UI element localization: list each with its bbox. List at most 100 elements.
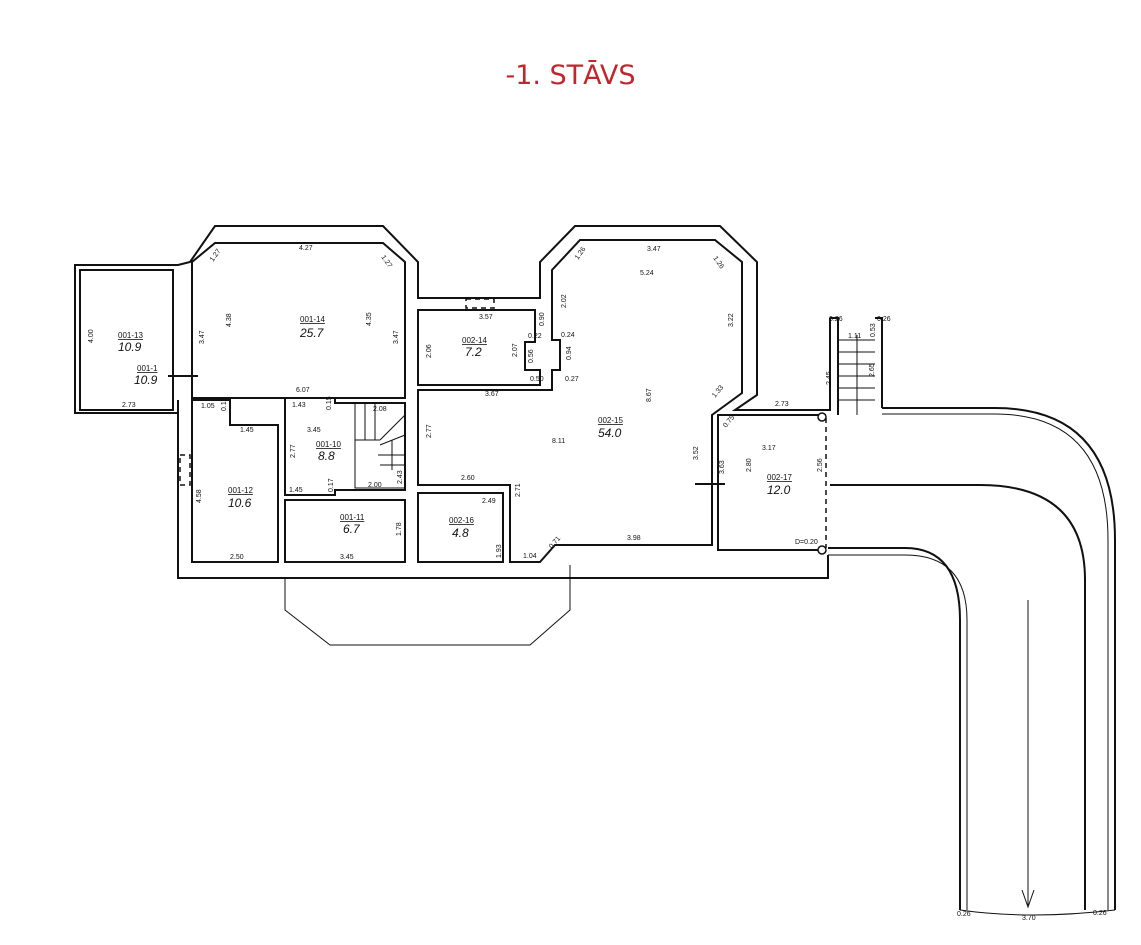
svg-text:3.17: 3.17 xyxy=(762,445,776,452)
svg-text:3.47: 3.47 xyxy=(199,330,206,344)
room-code: 001-14 xyxy=(300,315,325,324)
room-area: 7.2 xyxy=(465,345,482,359)
room-code: 001-11 xyxy=(340,513,365,522)
svg-text:3.98: 3.98 xyxy=(627,535,641,542)
column-marker xyxy=(817,412,827,422)
svg-text:3.70: 3.70 xyxy=(1022,915,1036,922)
svg-text:2.06: 2.06 xyxy=(426,344,433,358)
svg-text:2.77: 2.77 xyxy=(426,424,433,438)
annex-outer-wall xyxy=(74,264,178,414)
svg-text:3.45: 3.45 xyxy=(340,554,354,561)
svg-text:8.11: 8.11 xyxy=(552,438,565,445)
room-area: 25.7 xyxy=(299,326,325,340)
svg-text:1.43: 1.43 xyxy=(292,402,306,409)
svg-text:1.27: 1.27 xyxy=(209,248,223,263)
room-001-14 xyxy=(191,242,406,399)
svg-text:0.75: 0.75 xyxy=(722,414,736,429)
room-code: 001-10 xyxy=(316,440,341,449)
svg-text:2.00: 2.00 xyxy=(368,482,382,489)
svg-text:2.65: 2.65 xyxy=(869,363,876,377)
room-area: 10.9 xyxy=(134,373,158,387)
driveway-ramp xyxy=(828,407,1116,916)
svg-text:2.77: 2.77 xyxy=(290,444,297,458)
svg-text:1.93: 1.93 xyxy=(496,544,503,558)
svg-text:2.50: 2.50 xyxy=(230,554,244,561)
svg-text:0.22: 0.22 xyxy=(528,333,542,340)
room-code: 001-1 xyxy=(137,364,158,373)
svg-text:2.73: 2.73 xyxy=(122,402,136,409)
outer-wall xyxy=(75,225,831,411)
svg-text:0.26: 0.26 xyxy=(1093,910,1107,917)
room-area: 4.8 xyxy=(452,526,469,540)
svg-text:5.24: 5.24 xyxy=(640,270,654,277)
room-001-12 xyxy=(191,399,279,563)
window xyxy=(465,298,495,309)
svg-text:1.11: 1.11 xyxy=(848,333,861,340)
svg-text:2.07: 2.07 xyxy=(512,343,519,357)
svg-text:6.07: 6.07 xyxy=(296,387,310,394)
svg-text:2.49: 2.49 xyxy=(482,498,496,505)
floor-title: -1. STĀVS xyxy=(505,60,636,91)
svg-text:2.43: 2.43 xyxy=(397,470,404,484)
svg-text:1.78: 1.78 xyxy=(396,522,403,536)
svg-text:0.26: 0.26 xyxy=(877,316,891,323)
svg-text:2.02: 2.02 xyxy=(561,294,568,308)
svg-text:0.26: 0.26 xyxy=(829,316,843,323)
svg-text:0.15: 0.15 xyxy=(221,397,228,411)
svg-text:3.52: 3.52 xyxy=(693,446,700,460)
svg-text:0.56: 0.56 xyxy=(528,349,535,363)
room-code: 002-14 xyxy=(462,336,487,345)
interior-stair xyxy=(354,402,406,489)
svg-text:3.47: 3.47 xyxy=(393,330,400,344)
room-001-13 xyxy=(79,269,174,411)
room-area: 54.0 xyxy=(598,426,622,440)
svg-text:2.80: 2.80 xyxy=(746,458,753,472)
svg-text:3.22: 3.22 xyxy=(728,313,735,327)
svg-text:2.08: 2.08 xyxy=(373,406,387,413)
room-area: 8.8 xyxy=(318,449,335,463)
svg-text:3.45: 3.45 xyxy=(307,427,321,434)
room-001-11 xyxy=(284,499,406,563)
svg-text:4.27: 4.27 xyxy=(299,245,313,252)
svg-text:3.57: 3.57 xyxy=(479,314,493,321)
svg-text:2.71: 2.71 xyxy=(515,483,522,497)
svg-text:3.47: 3.47 xyxy=(647,246,661,253)
room-001-10 xyxy=(284,397,406,496)
svg-text:0.53: 0.53 xyxy=(870,323,877,337)
svg-text:1.26: 1.26 xyxy=(574,246,588,261)
svg-text:0.50: 0.50 xyxy=(530,376,544,383)
svg-text:1.33: 1.33 xyxy=(711,384,725,399)
svg-text:2.56: 2.56 xyxy=(817,458,824,472)
bay-wall xyxy=(284,565,571,646)
svg-text:4.00: 4.00 xyxy=(88,329,95,343)
svg-text:0.17: 0.17 xyxy=(328,478,335,492)
room-area: 12.0 xyxy=(767,483,791,497)
svg-text:D=0.20: D=0.20 xyxy=(795,539,818,546)
svg-text:1.27: 1.27 xyxy=(379,254,393,269)
svg-text:0.71: 0.71 xyxy=(548,535,562,550)
svg-text:4.35: 4.35 xyxy=(366,312,373,326)
svg-text:1.45: 1.45 xyxy=(289,487,303,494)
room-code: 002-16 xyxy=(449,516,474,525)
svg-text:2.60: 2.60 xyxy=(461,475,475,482)
room-002-14 xyxy=(417,309,541,386)
svg-text:8.67: 8.67 xyxy=(646,388,653,402)
svg-text:0.94: 0.94 xyxy=(566,346,573,360)
svg-text:1.26: 1.26 xyxy=(711,255,725,270)
svg-text:4.58: 4.58 xyxy=(196,489,203,503)
svg-text:3.67: 3.67 xyxy=(485,391,499,398)
window xyxy=(179,454,191,486)
svg-text:2.45: 2.45 xyxy=(826,371,833,385)
room-002-15 xyxy=(417,239,743,563)
svg-text:0.26: 0.26 xyxy=(957,911,971,918)
column-marker xyxy=(817,545,827,555)
room-area: 10.6 xyxy=(228,496,252,510)
svg-text:1.05: 1.05 xyxy=(201,403,215,410)
room-code: 002-15 xyxy=(598,416,623,425)
svg-text:2.73: 2.73 xyxy=(775,401,789,408)
room-002-17 xyxy=(717,414,826,551)
room-code: 001-12 xyxy=(228,486,253,495)
exterior-stair xyxy=(830,317,883,415)
svg-text:1.04: 1.04 xyxy=(523,553,537,560)
